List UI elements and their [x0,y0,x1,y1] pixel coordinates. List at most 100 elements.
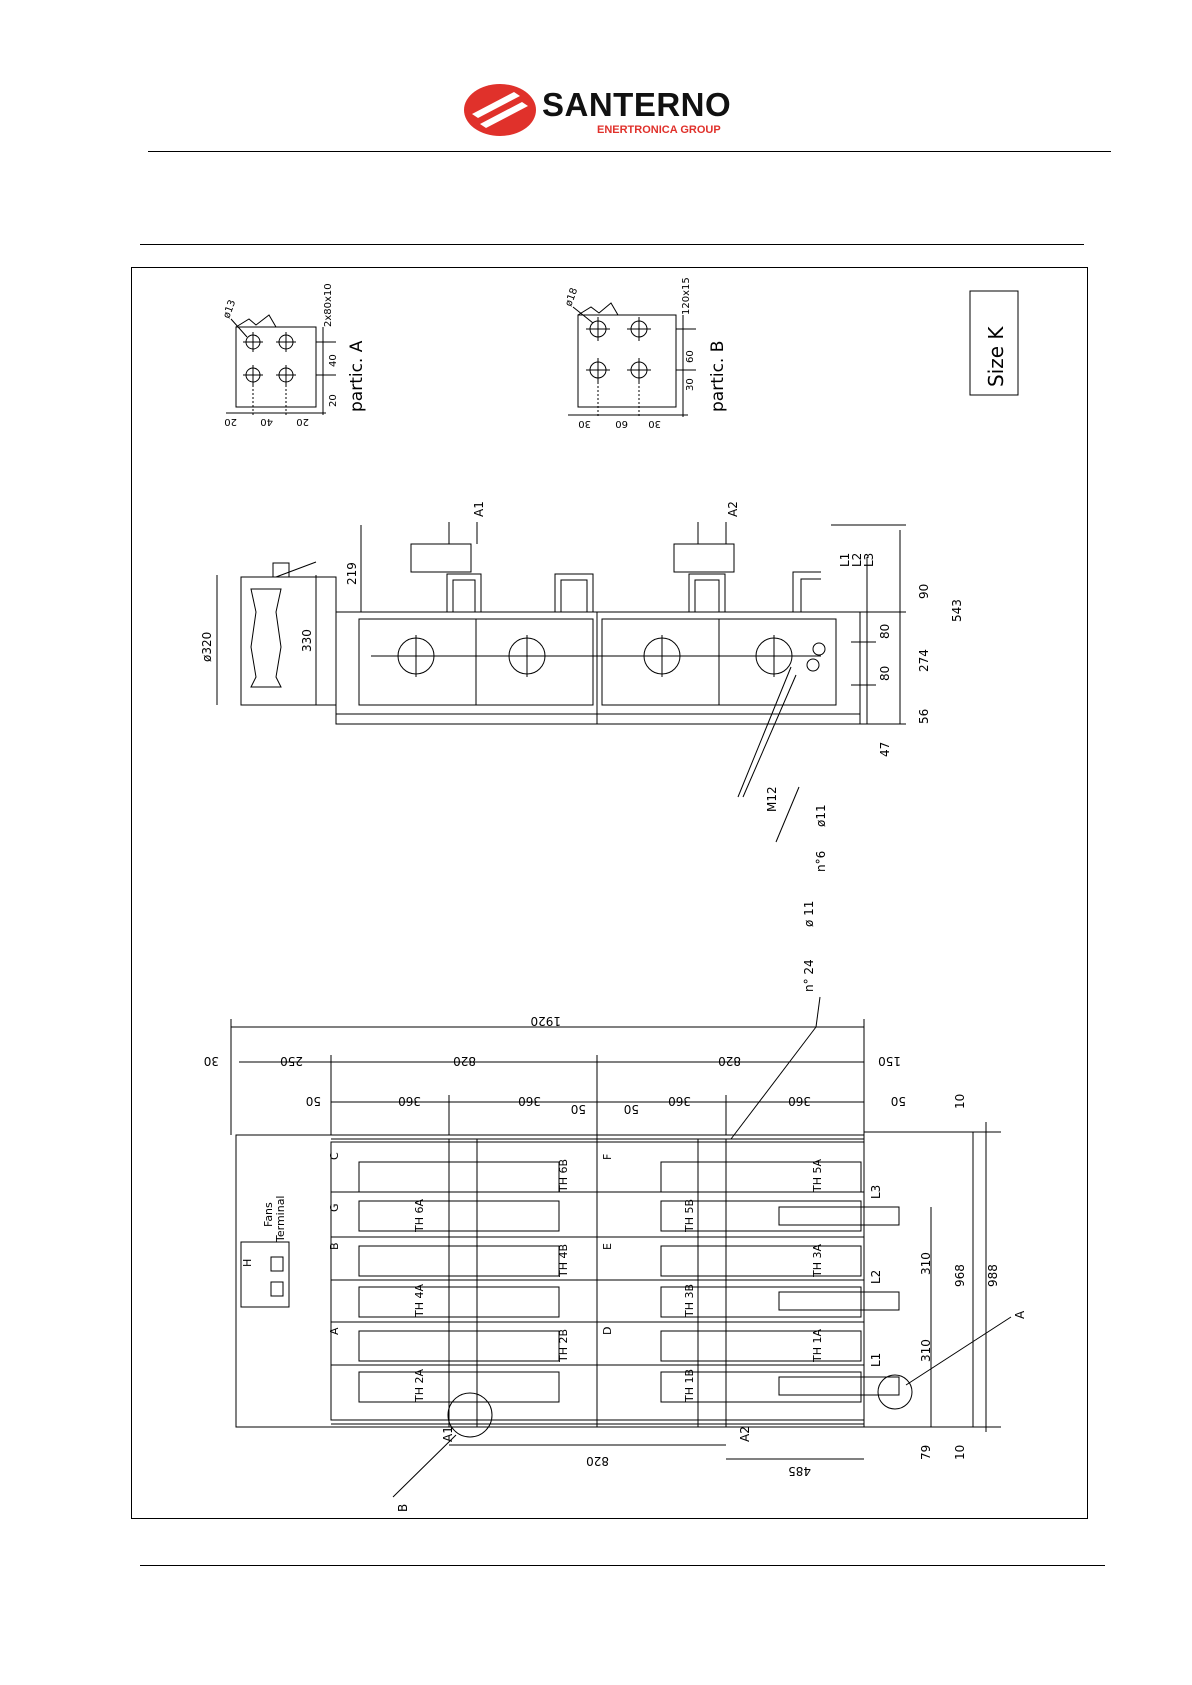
detail-a-bar: 2x80x10 [323,283,334,327]
side-dim-219: 219 [345,562,359,585]
side-dim-274: 274 [917,649,931,672]
detail-b-dim-30-left: 30 [578,418,591,429]
top-dim-485: 485 [788,1464,811,1478]
top-count-note: n° 24 [802,959,816,992]
side-dim-543: 543 [950,599,964,622]
top-a2: A2 [738,1426,752,1442]
thyristor-5b: TH 5B [683,1199,696,1233]
top-dim-968: 968 [953,1264,967,1287]
detail-a-title: partic. A [347,340,367,412]
detail-a-dim-20v: 20 [328,394,339,407]
thyristor-6a: TH 6A [413,1199,426,1233]
brand-subtitle: ENERTRONICA GROUP [597,124,721,136]
top-dim-820c: 820 [586,1454,609,1468]
top-dim-1920: 1920 [530,1014,561,1028]
detail-b-dim-30v: 30 [685,378,696,391]
drawing-frame [131,267,1088,1519]
detail-b-dim-60v: 60 [685,350,696,363]
callout-a: A [1013,1310,1027,1319]
santerno-logo: SANTERNO ENERTRONICA GROUP [462,80,742,140]
header-rule [148,151,1111,152]
top-dim-360b: 360 [518,1094,541,1108]
top-dia-note: ø 11 [802,901,816,927]
letter-h: H [241,1259,254,1267]
size-label-box [969,290,1019,396]
detail-a-dim-20-left: 20 [224,416,237,427]
top-dim-10a: 10 [953,1094,967,1109]
top-dim-360d: 360 [788,1094,811,1108]
footer-rule [140,1565,1105,1566]
side-view [216,522,906,843]
thyristor-2b: TH 2B [557,1329,570,1363]
side-l1: L1 [838,553,852,567]
brand-name: SANTERNO [542,86,732,123]
thyristor-1a: TH 1A [811,1329,824,1363]
side-dia-320: ø320 [200,632,214,662]
callout-b: B [396,1504,410,1512]
side-dim-56: 56 [917,709,931,724]
thyristor-6b: TH 6B [557,1159,570,1193]
row-letter-c: C [328,1152,341,1160]
detail-a-hole: ø13 [221,299,238,320]
top-dim-150: 150 [878,1054,901,1068]
thyristor-1b: TH 1B [683,1369,696,1403]
top-dim-988: 988 [986,1264,1000,1287]
detail-b-dim-30-right: 30 [648,418,661,429]
side-hole-note: ø11 [814,804,828,827]
top-dim-50b: 50 [571,1102,586,1116]
side-l3: L3 [862,553,876,567]
thyristor-4b: TH 4B [557,1244,570,1278]
side-dim-80a: 80 [878,624,892,639]
top-view [230,996,1012,1498]
top-dim-50d: 50 [891,1094,906,1108]
side-a1: A1 [472,501,486,517]
side-ground-note: M12 [765,786,779,812]
detail-b [568,302,696,417]
side-count-note: n°6 [814,851,828,872]
row-letter-e: E [601,1243,614,1250]
thyristor-2a: TH 2A [413,1369,426,1403]
top-dim-50a: 50 [306,1094,321,1108]
row-letter-d: D [601,1327,614,1335]
top-dim-820b: 820 [718,1054,741,1068]
top-dim-820a: 820 [453,1054,476,1068]
terminal-label: Terminal [274,1196,287,1244]
fans-label: Fans [262,1202,275,1227]
top-dim-360a: 360 [398,1094,421,1108]
top-dim-10b: 10 [953,1445,967,1460]
santerno-logo-mark [464,84,536,136]
top-dim-50c: 50 [624,1102,639,1116]
row-letter-a: A [328,1327,341,1335]
top-dim-310a: 310 [919,1252,933,1275]
detail-a-dim-20-right: 20 [296,416,309,427]
thyristor-3b: TH 3B [683,1284,696,1318]
detail-b-dim-60-mid: 60 [615,418,628,429]
detail-b-title: partic. B [708,341,728,412]
side-a2: A2 [726,501,740,517]
size-label: Size K [984,326,1008,387]
side-dim-47: 47 [878,742,892,757]
top-l2: L2 [869,1270,883,1284]
top-dim-360c: 360 [668,1094,691,1108]
technical-drawing: Size K partic. A ø13 2x80x10 40 20 20 40… [200,277,1027,1512]
row-letter-f: F [601,1154,614,1160]
row-letter-b: B [328,1242,341,1250]
top-dim-79: 79 [919,1445,933,1460]
top-dim-30: 30 [204,1054,219,1068]
side-dim-330: 330 [300,629,314,652]
side-dim-90: 90 [917,584,931,599]
detail-a-dim-40v: 40 [328,354,339,367]
thyristor-5a: TH 5A [811,1159,824,1193]
side-dim-80b: 80 [878,666,892,681]
top-a1: A1 [441,1426,455,1442]
detail-a [226,314,336,415]
side-l2: L2 [850,553,864,567]
detail-b-bar: 120x15 [681,277,692,315]
top-dim-310b: 310 [919,1339,933,1362]
row-letter-g: G [328,1203,341,1212]
detail-a-dim-40-mid: 40 [260,416,273,427]
title-rule [140,244,1084,245]
thyristor-3a: TH 3A [811,1244,824,1278]
top-l3: L3 [869,1185,883,1199]
detail-b-hole: ø18 [563,287,580,308]
